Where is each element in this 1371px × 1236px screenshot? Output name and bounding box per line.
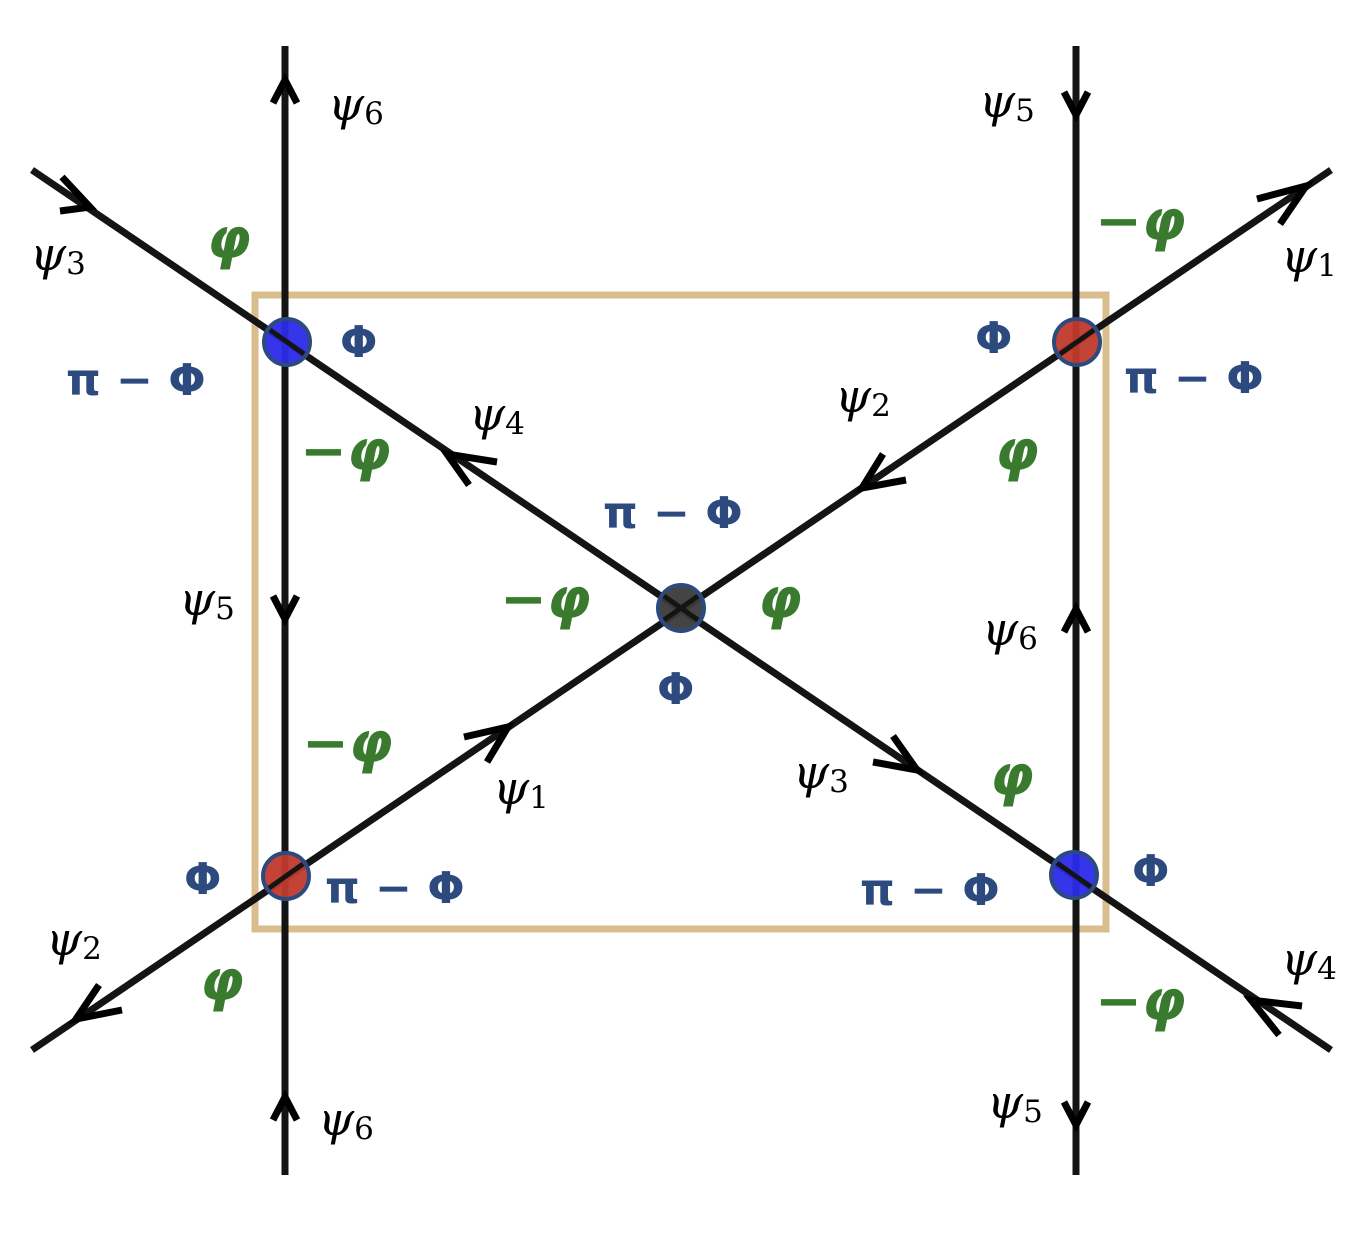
psi-label: ψ5 [987,1075,1043,1130]
psi-label: ψ2 [46,912,102,967]
psi-label: ψ6 [328,77,384,132]
varphi-label: −φ [302,711,393,776]
psi-label: ψ1 [493,761,549,816]
varphi-label: −φ [1095,969,1186,1034]
vertex-cross-tl [268,327,306,357]
arrow-psi3-top-left [59,174,98,215]
varphi-label: φ [207,207,251,272]
arrow-psi4-bottom-right [1242,995,1303,1038]
psi-label: ψ2 [835,369,891,424]
phi-label: π − Φ [603,488,743,539]
varphi-label: −φ [500,567,591,632]
arrow-psi2-inner [854,452,907,493]
psi-label: ψ6 [982,602,1038,657]
psi-label: ψ5 [179,572,235,627]
arrow-psi1-inner [463,721,516,764]
phi-label: Φ [340,317,377,368]
arrow-psi1-top-right [1256,180,1315,226]
vertex-cross-center-b [662,593,700,623]
psi-label: ψ3 [793,745,849,800]
arrow-psi4-inner [439,449,498,488]
varphi-label: φ [995,419,1039,484]
phi-label: Φ [184,854,221,905]
phi-label: π − Φ [1124,353,1264,404]
varphi-label: φ [200,949,244,1014]
psi-label: ψ6 [318,1092,374,1147]
psi-label: ψ3 [30,227,86,282]
varphi-label: φ [758,567,802,632]
frame-rectangle [251,291,1110,933]
arrow-psi2-bottom-left [68,983,123,1025]
arrow-up-right-mid [1060,601,1092,634]
arrow-down-left-mid [269,594,301,627]
arrow-down-right-top [1060,90,1092,123]
varphi-label: −φ [300,419,391,484]
phi-label: π − Φ [325,863,465,914]
vertex-cross-tr [1058,327,1096,357]
arrow-psi3-inner [872,733,925,775]
phi-label: Φ [975,313,1012,364]
phi-label: Φ [657,664,694,715]
psi-label: ψ5 [979,74,1035,129]
vertex-cross-bl [267,861,305,891]
varphi-label: −φ [1095,189,1186,254]
arrow-up-left-top [269,72,301,105]
phi-label: π − Φ [860,865,1000,916]
varphi-label: φ [990,744,1034,809]
psi-label: ψ4 [1281,932,1337,987]
phi-label: Φ [1132,846,1169,897]
psi-label: ψ4 [469,387,525,442]
vertex-cross-br [1055,860,1093,890]
psi-label: ψ1 [1281,229,1337,284]
phi-label: π − Φ [66,355,206,406]
arrow-up-left-bottom [269,1089,301,1122]
arrow-down-right-bottom [1060,1100,1092,1133]
